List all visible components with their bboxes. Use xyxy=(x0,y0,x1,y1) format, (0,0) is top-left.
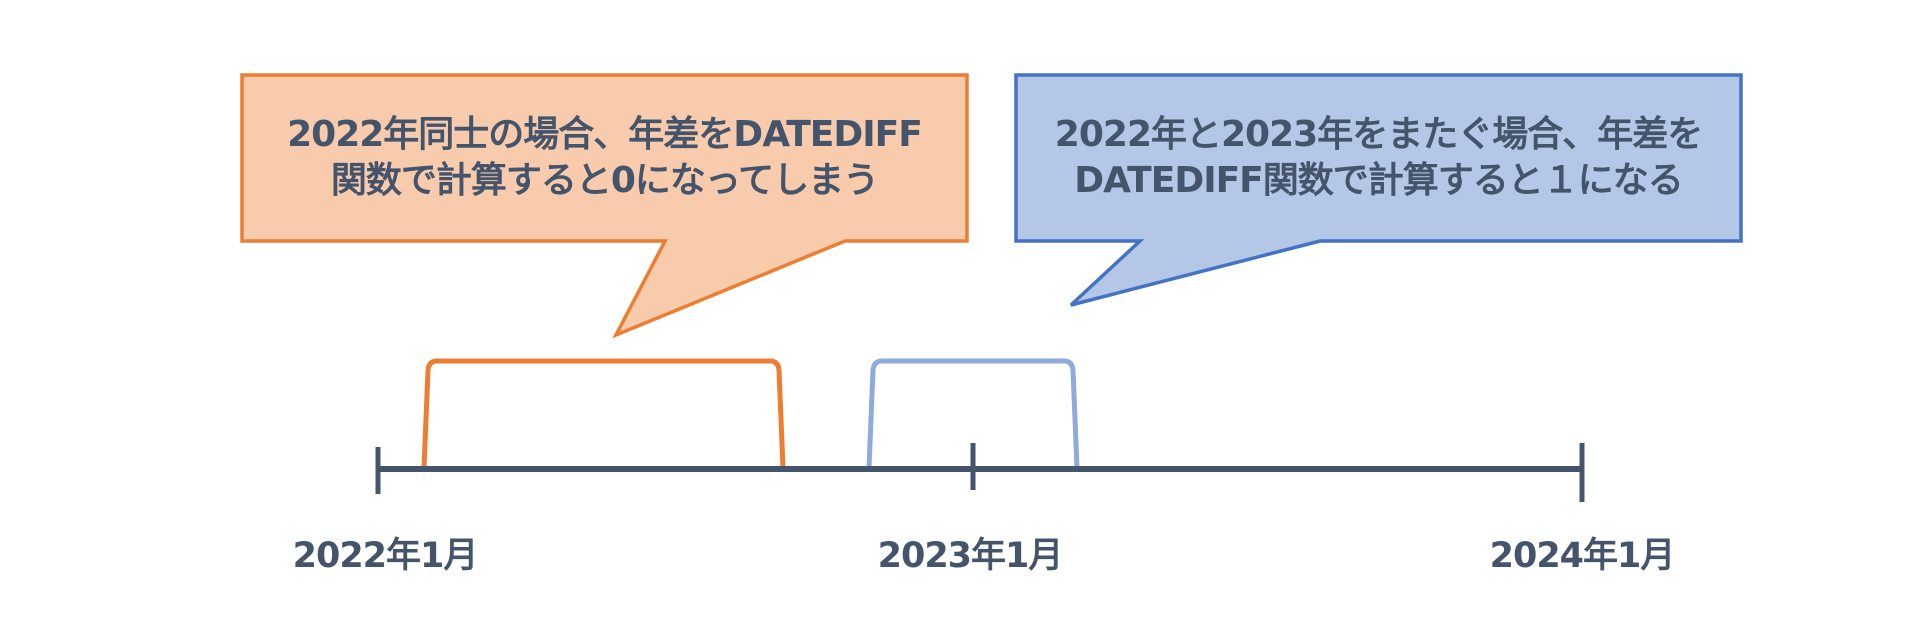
callout-same-year-line2: 関数で計算すると0になってしまう xyxy=(330,160,879,201)
callout-cross-year-text: 2022年と2023年をまたぐ場合、年差を DATEDIFF関数で計算すると１に… xyxy=(1016,112,1741,204)
tick-label-2024-01: 2024年1月 xyxy=(1489,536,1676,576)
callout-cross-year-shape xyxy=(1014,73,1743,307)
tick-label-2022-01: 2022年1月 xyxy=(292,536,479,576)
range-bracket-within-2022 xyxy=(421,358,786,469)
callout-same-year-text: 2022年同士の場合、年差をDATEDIFF 関数で計算すると0になってしまう xyxy=(242,112,967,204)
tick-label-2023-01: 2023年1月 xyxy=(877,536,1064,576)
callout-same-year-shape xyxy=(240,73,969,339)
callout-cross-year-line1: 2022年と2023年をまたぐ場合、年差を xyxy=(1054,114,1703,155)
callout-cross-year-line2: DATEDIFF関数で計算すると１になる xyxy=(1074,160,1684,201)
range-bracket-across-2022-2023 xyxy=(866,358,1080,469)
callout-same-year-line1: 2022年同士の場合、年差をDATEDIFF xyxy=(287,114,923,155)
